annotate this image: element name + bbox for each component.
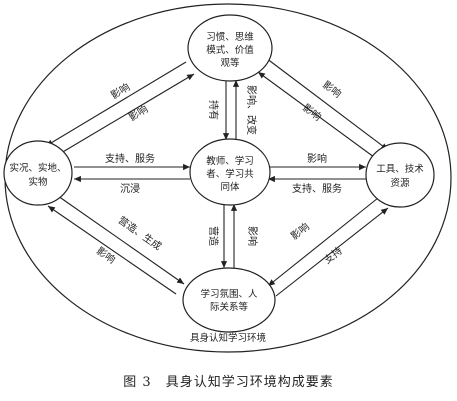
node-top-line-1: 习惯、思维: [206, 31, 254, 43]
label-top-center-left: 持有: [207, 100, 220, 120]
node-right-line-2: 资源: [390, 178, 410, 189]
label-top-left-down: 影响: [126, 102, 150, 123]
node-bottom-line-2: 际关系等: [210, 301, 249, 313]
node-bottom-line-1: 学习氛围、人: [200, 288, 258, 300]
node-top-line-3: 观等: [220, 57, 240, 69]
label-left-center-top: 支持、服务: [105, 152, 155, 165]
label-left-bottom-lower: 影响: [94, 244, 118, 266]
arrow-top-to-left: [45, 61, 187, 147]
label-right-bottom-lower: 支持: [321, 244, 345, 267]
node-top: [187, 14, 273, 82]
label-right-bottom-upper: 影响: [288, 220, 312, 243]
node-right-line-1: 工具、技术: [376, 163, 424, 175]
label-top-left-up: 影响: [108, 80, 132, 101]
arrow-bottom-to-left: [47, 205, 177, 295]
node-right: [365, 142, 435, 208]
label-top-right-down: 影响: [300, 101, 324, 123]
arrow-bottom-to-right: [275, 207, 389, 297]
node-left-line-1: 实况、实地、: [9, 162, 66, 174]
arrow-left-to-bottom: [57, 195, 185, 285]
node-center-line-1: 教师、学习: [206, 155, 254, 167]
label-center-right-top: 影响: [307, 152, 327, 165]
arrow-right-to-bottom: [267, 197, 379, 287]
label-top-right-up: 影响: [320, 78, 344, 100]
figure-caption: 图 3 具身认知学习环境构成要素: [0, 371, 457, 390]
figure-title: 具身认知学习环境构成要素: [165, 375, 334, 390]
node-left: [3, 140, 73, 206]
connectors: [45, 57, 389, 297]
node-center-line-3: 同体: [220, 181, 240, 193]
arrow-top-to-right: [265, 57, 389, 151]
environment-label: 具身认知学习环境: [190, 332, 267, 344]
arrow-left-to-top: [55, 73, 195, 157]
arrow-right-to-top: [257, 71, 379, 161]
element-diagram: 习惯、思维 模式、价值 观等 教师、学习 者、学习共 同体 实况、实地、 实物 …: [3, 3, 452, 353]
node-center-line-2: 者、学习共: [206, 168, 254, 180]
label-center-right-bottom: 支持、服务: [292, 182, 342, 195]
node-left-line-2: 实物: [28, 176, 48, 188]
nodes: [3, 14, 435, 333]
label-top-center-right: 影响、改变: [245, 85, 258, 135]
label-center-bottom-left: 营造: [207, 226, 220, 246]
label-left-center-bottom: 沉浸: [120, 182, 140, 195]
label-center-bottom-right: 影响: [246, 226, 259, 246]
label-left-bottom-upper: 营造、生成: [116, 213, 164, 252]
figure-number: 图 3: [123, 375, 152, 390]
node-top-line-2: 模式、价值: [206, 44, 254, 56]
node-center: [189, 138, 271, 206]
node-bottom: [182, 267, 276, 333]
